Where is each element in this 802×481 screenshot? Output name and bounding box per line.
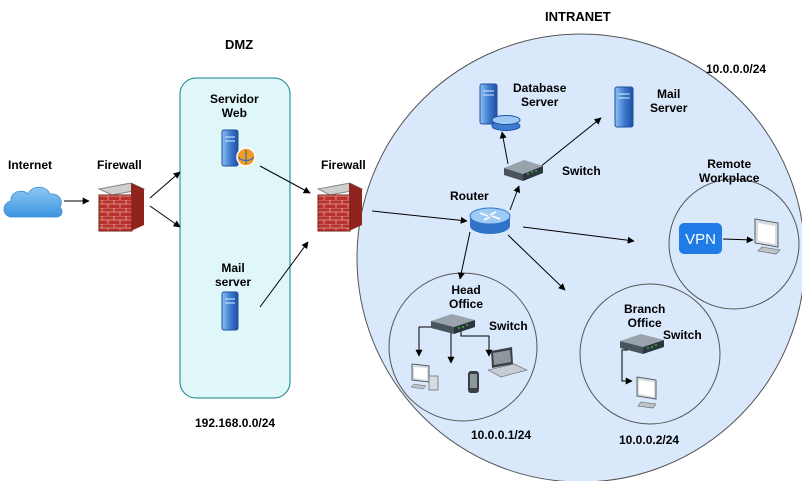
firewall-label: Firewall [97, 158, 142, 172]
workstation-icon [410, 363, 439, 391]
intranet-subnet-label: 10.0.0.0/24 [706, 62, 767, 76]
branch-office-switch-label: Switch [663, 328, 702, 342]
firewall-icon [97, 182, 146, 232]
remote-workplace-zone [668, 178, 800, 310]
remote-workplace-label: Remote Workplace [699, 157, 760, 185]
connections [64, 117, 754, 385]
dmz-subnet-label: 192.168.0.0/24 [195, 416, 276, 430]
workstation-icon [636, 376, 657, 409]
router-label: Router [450, 189, 489, 203]
firewall-icon [316, 182, 364, 232]
firewall-label: Firewall [321, 158, 366, 172]
laptop-icon [487, 347, 528, 378]
branch-office-label: Branch Office [624, 302, 666, 330]
head-office-subnet-label: 10.0.0.1/24 [471, 428, 532, 442]
server-icon [221, 291, 239, 331]
cloud-icon [3, 186, 63, 218]
database-server-icon [479, 83, 521, 131]
router-icon [469, 207, 511, 234]
dmz-zone [179, 77, 291, 399]
workstation-icon [754, 218, 781, 255]
branch-office-subnet-label: 10.0.0.2/24 [619, 433, 680, 447]
switch-icon [620, 334, 664, 354]
server-icon [614, 86, 634, 128]
head-office-switch-label: Switch [489, 319, 528, 333]
phone-icon [468, 371, 479, 393]
database-server-label: Database Server [513, 81, 567, 109]
vpn-label: VPN [685, 231, 716, 248]
core-switch-label: Switch [562, 164, 601, 178]
dmz-title: DMZ [225, 37, 254, 52]
web-server-icon [221, 129, 256, 167]
dmz-mail-server-label: Mail server [215, 261, 252, 289]
switch-icon [431, 314, 475, 334]
head-office-label: Head Office [449, 283, 484, 311]
intranet-title: INTRANET [545, 9, 611, 24]
web-server-label: Servidor Web [210, 92, 259, 120]
mail-server-label: Mail Server [650, 87, 688, 115]
branch-office-zone [579, 283, 721, 425]
vpn-icon: VPN [679, 223, 722, 254]
switch-icon [504, 160, 543, 181]
internet-label: Internet [8, 158, 53, 172]
